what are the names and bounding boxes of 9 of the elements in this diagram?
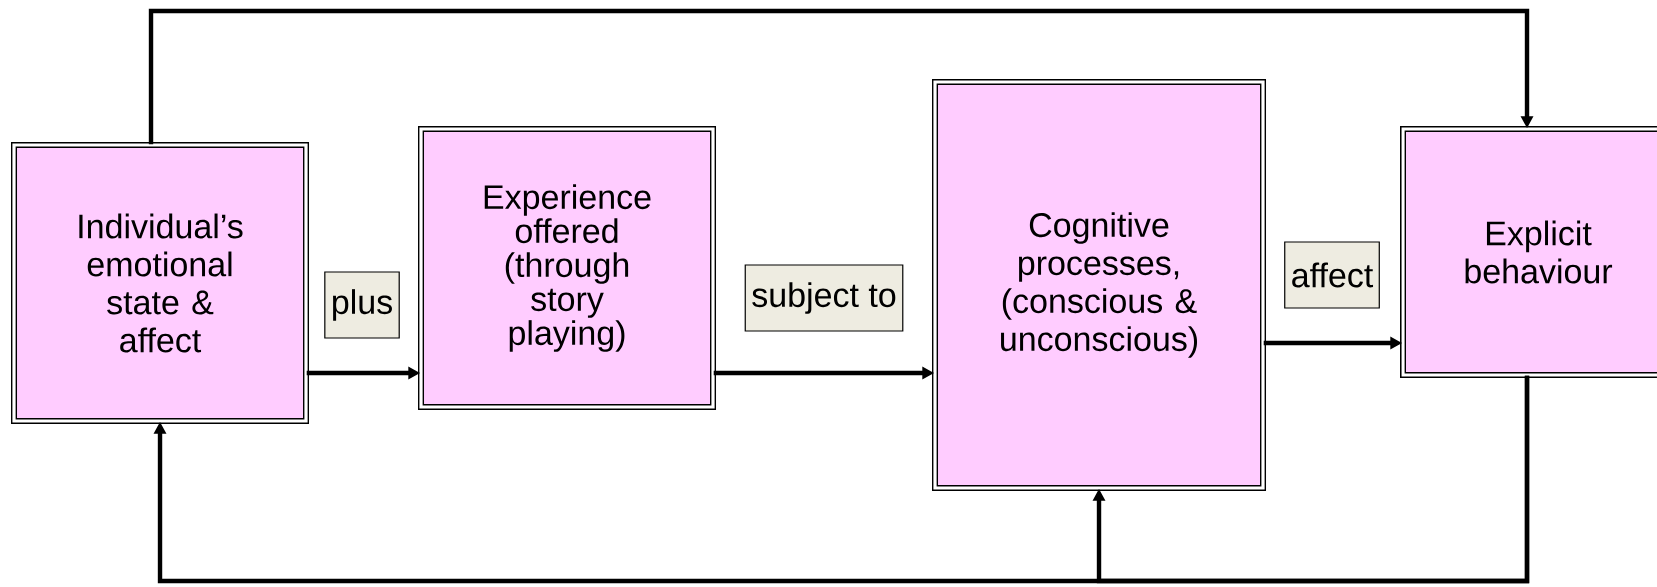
process-box: Individual’s emotional state & affect [11, 142, 309, 424]
edge-label: subject to [744, 264, 904, 332]
edge-label: affect [1284, 241, 1380, 309]
process-box: Cognitive processes, (conscious & unconscious) [932, 79, 1266, 491]
edge-label: plus [324, 271, 400, 339]
process-box: Explicit behaviour [1400, 126, 1657, 378]
arrow [1092, 375, 1530, 584]
process-box: Experience offered (through story playing) [418, 126, 716, 410]
arrow [148, 8, 1534, 145]
